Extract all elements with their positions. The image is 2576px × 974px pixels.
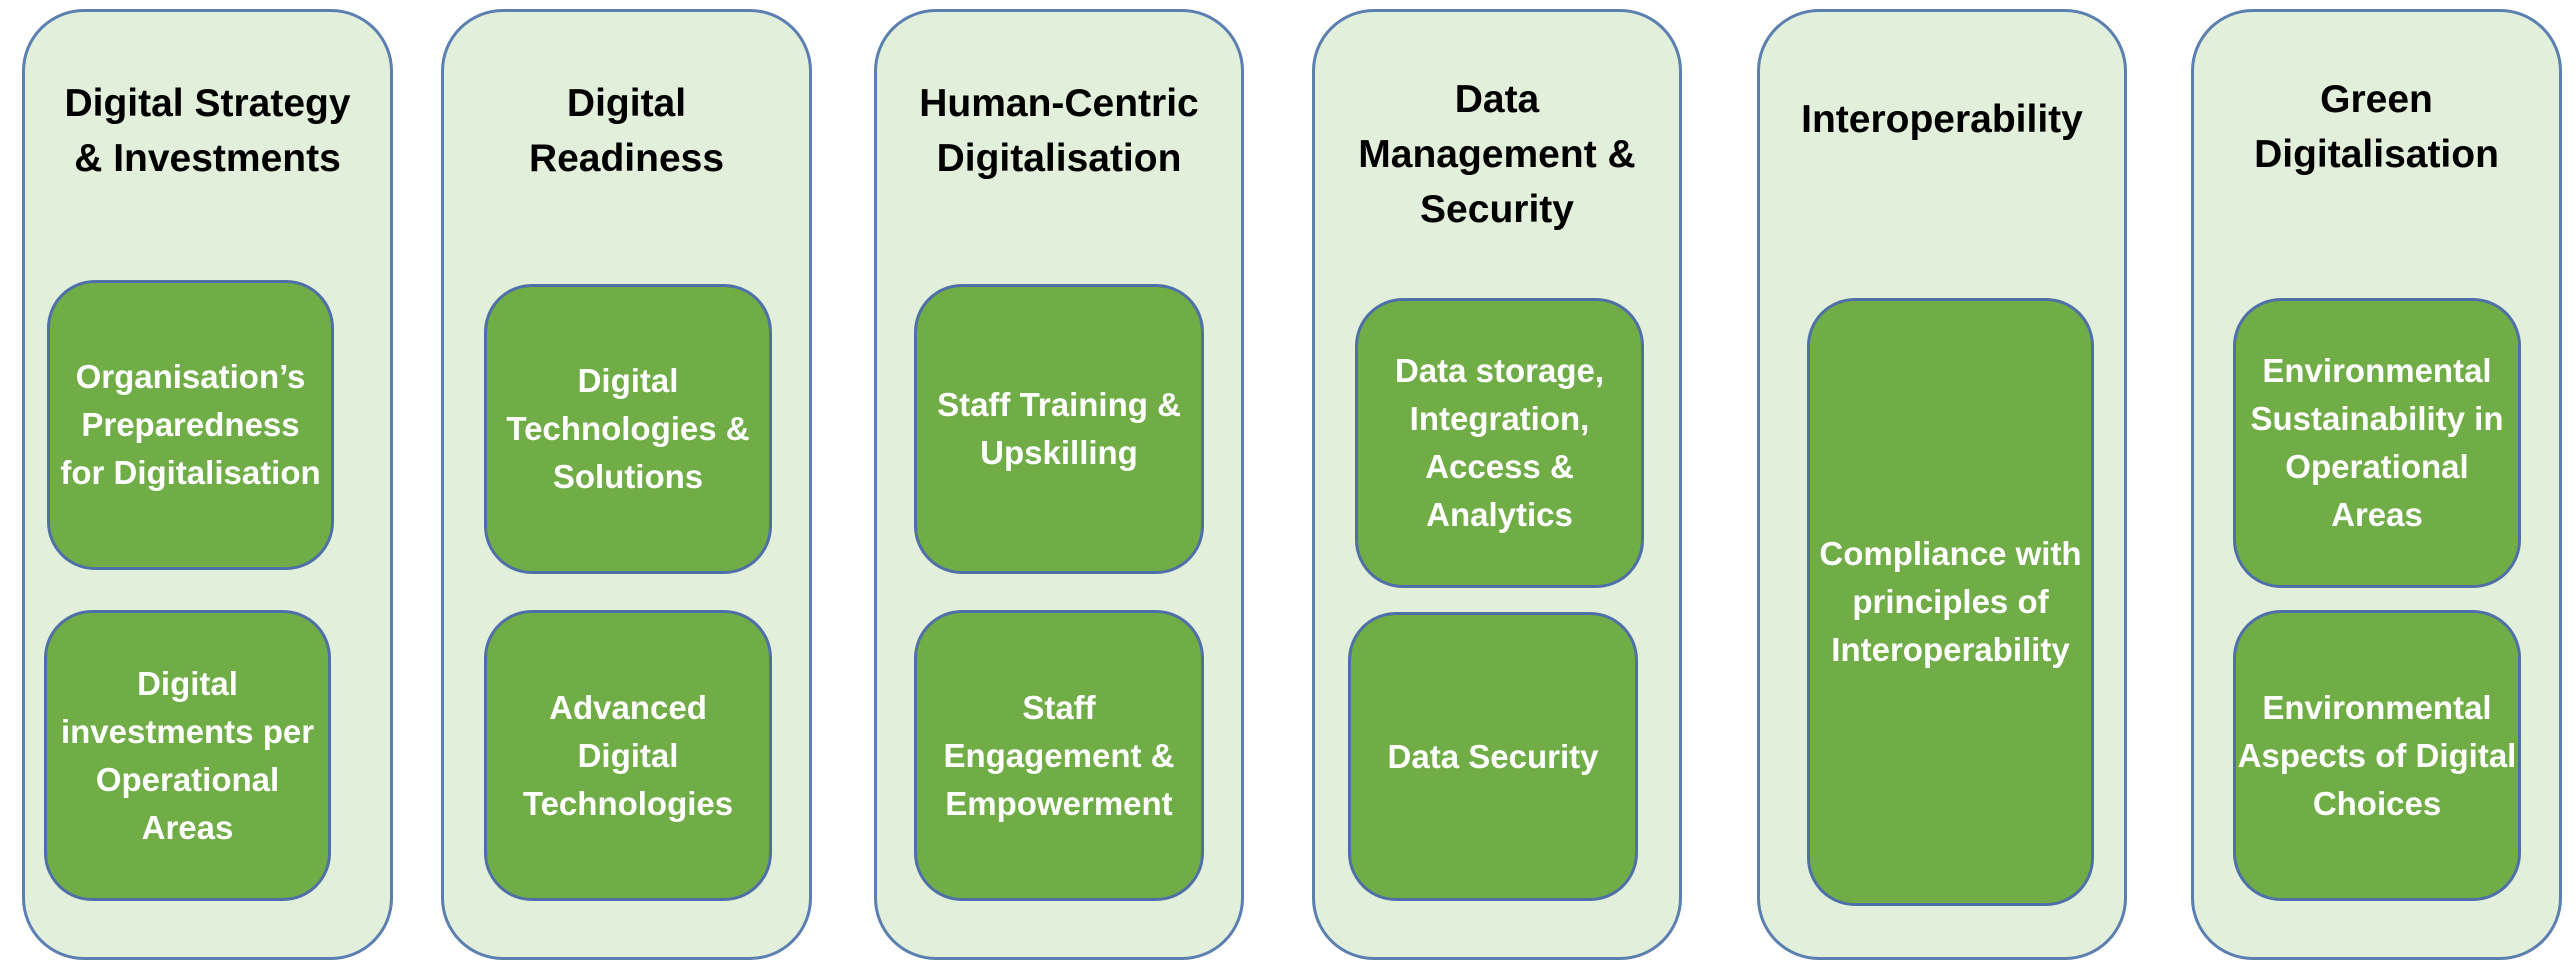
pillar-digital-strategy: Digital Strategy & Investments Organisat… (22, 9, 393, 960)
item-label: Environmental Aspects of Digital Choices (2237, 688, 2517, 822)
pillar-title: Green Digitalisation (2254, 78, 2499, 176)
item-box: Staff Training & Upskilling (914, 284, 1204, 574)
item-label: Staff Training & Upskilling (937, 386, 1181, 471)
pillar-interoperability: Interoperability Compliance with princip… (1757, 9, 2127, 960)
item-box: Environmental Sustainability in Operatio… (2233, 298, 2521, 588)
item-box: Data Security (1348, 612, 1638, 901)
item-label: Staff Engagement & Empowerment (943, 688, 1175, 822)
item-label: Organisation’s Preparedness for Digitali… (60, 358, 321, 491)
pillar-title: Digital Strategy & Investments (64, 82, 351, 180)
item-box: Environmental Aspects of Digital Choices (2233, 610, 2521, 901)
pillar-title: Human-Centric Digitalisation (919, 82, 1199, 180)
item-label: Environmental Sustainability in Operatio… (2250, 352, 2504, 533)
item-box: Compliance with principles of Interopera… (1807, 298, 2094, 906)
item-label: Data Security (1387, 737, 1599, 775)
item-box: Organisation’s Preparedness for Digitali… (47, 280, 334, 570)
pillar-title: Interoperability (1801, 98, 2083, 141)
item-label: Digital Technologies & Solutions (506, 362, 750, 495)
item-label: Digital investments per Operational Area… (60, 664, 315, 846)
pillar-title: Data Management & Security (1358, 78, 1636, 231)
item-box: Digital Technologies & Solutions (484, 284, 772, 574)
item-label: Advanced Digital Technologies (522, 688, 734, 822)
item-box: Advanced Digital Technologies (484, 610, 772, 901)
pillar-green-digitalisation: Green Digitalisation Environmental Susta… (2191, 9, 2562, 960)
pillar-digital-readiness: Digital Readiness Digital Technologies &… (441, 9, 812, 960)
item-label: Data storage, Integration, Access & Anal… (1394, 352, 1605, 533)
pillar-human-centric: Human-Centric Digitalisation Staff Train… (874, 9, 1244, 960)
pillar-title: Digital Readiness (528, 82, 725, 180)
item-box: Data storage, Integration, Access & Anal… (1355, 298, 1644, 588)
pillar-data-management: Data Management & Security Data storage,… (1312, 9, 1682, 960)
item-box: Staff Engagement & Empowerment (914, 610, 1204, 901)
item-label: Compliance with principles of Interopera… (1819, 535, 2082, 668)
item-box: Digital investments per Operational Area… (44, 610, 331, 901)
